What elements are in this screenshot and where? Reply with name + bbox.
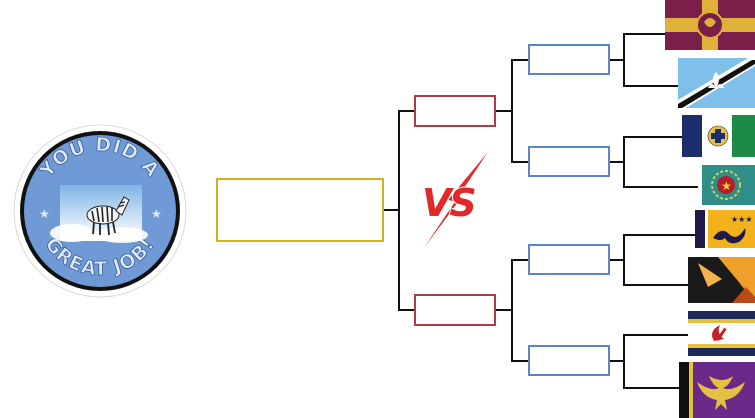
quarterfinal-slot-2[interactable] <box>528 146 610 177</box>
bracket-line <box>623 136 625 187</box>
bracket-line <box>511 259 513 361</box>
semifinal-slot-top[interactable] <box>414 95 496 127</box>
flag-6[interactable] <box>688 257 755 303</box>
bracket-line <box>623 33 625 86</box>
flag-1[interactable] <box>665 0 755 50</box>
bracket-line <box>623 234 625 285</box>
semifinal-slot-bottom[interactable] <box>414 294 496 326</box>
bracket-line <box>623 33 665 35</box>
badge-zebra-photo <box>50 185 148 243</box>
svg-text:★★★: ★★★ <box>731 215 753 224</box>
bracket-line <box>398 110 414 112</box>
bracket-line <box>496 110 512 112</box>
bracket-line <box>398 110 400 310</box>
bracket-line <box>610 161 624 163</box>
vs-logo: VS <box>418 150 498 250</box>
quarterfinal-slot-1[interactable] <box>528 44 610 75</box>
bracket-line <box>623 284 688 286</box>
svg-text:★: ★ <box>721 179 732 193</box>
bracket-line <box>623 334 625 388</box>
flag-7[interactable] <box>688 311 755 356</box>
bracket-line <box>511 161 528 163</box>
bracket-line <box>623 387 679 389</box>
flag-4[interactable]: ★ <box>698 165 755 205</box>
quarterfinal-slot-3[interactable] <box>528 244 610 275</box>
bracket-line <box>384 209 399 211</box>
bracket-line <box>511 59 513 162</box>
bracket-line <box>511 59 528 61</box>
bracket-line <box>610 59 624 61</box>
bracket-line <box>623 186 698 188</box>
badge-star-left: ★ <box>39 207 50 221</box>
bracket-line <box>610 360 624 362</box>
badge-star-right: ★ <box>151 207 162 221</box>
flag-8[interactable] <box>679 362 755 418</box>
bracket-line <box>398 309 414 311</box>
bracket-line <box>623 234 695 236</box>
quarterfinal-slot-4[interactable] <box>528 345 610 376</box>
flag-5[interactable]: ★★★ <box>695 210 755 248</box>
final-slot[interactable] <box>216 178 384 242</box>
bracket-line <box>511 259 528 261</box>
bracket-line <box>610 259 624 261</box>
bracket-line <box>623 85 678 87</box>
bracket-line <box>623 334 688 336</box>
vs-label: VS <box>422 181 475 225</box>
bracket-line <box>511 360 528 362</box>
flag-2[interactable] <box>678 58 755 108</box>
you-did-a-great-job-badge: YOU DID A GREAT JOB! ★ ★ <box>12 123 188 299</box>
flag-3[interactable] <box>682 115 755 157</box>
bracket-line <box>496 309 512 311</box>
bracket-line <box>623 136 682 138</box>
